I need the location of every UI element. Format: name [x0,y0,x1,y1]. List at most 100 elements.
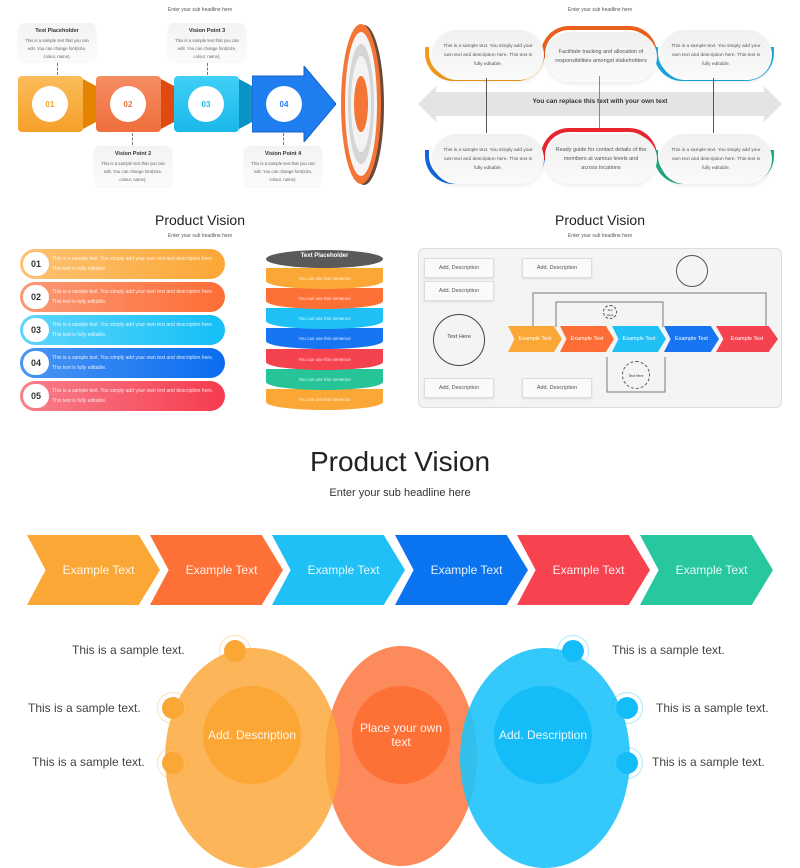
desc-box-4: Add. Description [424,378,494,398]
callout-body: This is a sample text that you can edit.… [251,161,315,182]
cycle-small-top: Text Here [603,305,617,319]
loop-box-top-3: This is a sample text. You simply add yo… [660,30,772,80]
connector-line [713,78,714,133]
cylinder-layer-2: You can use this sentence [266,288,383,309]
step-number: 03 [188,86,224,122]
bullet-right-3 [611,747,643,779]
flow-chevron-5: Example Text [716,326,778,352]
connector-line [132,133,133,145]
callout-vision-point-3: Vision Point 3 This is a sample text tha… [168,23,246,61]
cycle-large-text: Text Here [447,334,471,340]
connector-line [599,76,600,131]
cylinder-layer-4: You can use this sentence [266,328,383,349]
right-point-1: This is a sample text. [612,643,725,657]
cylinder-title: Text Placeholder [300,253,349,259]
list-item-03: 03 This is a sample text. You simply add… [20,315,225,345]
chevron-6: Example Text [640,535,773,605]
item-text: This is a sample text. You simply add yo… [52,322,214,338]
chevron-5: Example Text [517,535,650,605]
cylinder-layer-5: You can use this sentence [266,349,383,370]
item-number: 01 [23,252,49,276]
chevron-1: Example Text [27,535,160,605]
target-icon [338,22,386,187]
loop-box-bottom-3: This is a sample text. You simply add yo… [660,134,772,184]
callout-heading: Vision Point 4 [264,151,302,157]
step-side [83,79,97,129]
step-arrow-04: 04 [251,64,337,144]
slide5-subtitle: Enter your sub headline here [329,487,471,499]
feedback-loop-lines [532,292,767,327]
left-point-1: This is a sample text. [72,643,185,657]
list-item-02: 02 This is a sample text. You simply add… [20,282,225,312]
right-point-3: This is a sample text. [652,755,765,769]
connector-line [486,78,487,133]
callout-body: This is a sample text that you can edit.… [25,38,89,59]
bullet-left-2 [157,692,189,724]
step-side [161,79,175,129]
circle-center-inner: Place your own text [352,686,450,784]
cylinder-top [266,250,383,268]
slide1-subtitle: Enter your sub headline here [167,7,233,13]
desc-box-2: Add. Description [424,281,494,301]
cylinder-layer-7: You can use this sentence [266,389,383,410]
bottom-loop-lines [606,357,666,393]
bullet-left-3 [157,747,189,779]
item-text: This is a sample text. You simply add yo… [52,388,214,404]
slide4-subtitle: Enter your sub headline here [567,233,633,239]
desc-box-5: Add. Description [522,378,592,398]
chevron-2: Example Text [150,535,283,605]
item-number: 02 [23,285,49,309]
cylinder-layer-3: You can use this sentence [266,308,383,329]
step-number: 01 [32,86,68,122]
desc-box-3: Add. Description [522,258,592,278]
slide5-title: Product Vision [309,446,491,477]
slide2-subtitle: Enter your sub headline here [567,7,633,13]
flow-chevron-4: Example Text [664,326,719,352]
item-text: This is a sample text. You simply add yo… [52,289,214,305]
right-point-2: This is a sample text. [656,701,769,715]
cycle-icon-large [433,314,485,366]
item-number: 04 [23,351,49,375]
bullet-right-2 [611,692,643,724]
slide3-title: Product Vision [154,212,245,228]
connector-line [207,63,208,75]
banner-text: You can replace this text with your own … [532,98,668,105]
step-number: 04 [266,86,302,122]
cylinder-layer-6: You can use this sentence [266,369,383,390]
chevron-3: Example Text [272,535,405,605]
list-item-04: 04 This is a sample text. You simply add… [20,348,225,378]
slide3-subtitle: Enter your sub headline here [167,233,233,239]
cycle-small-bottom: Text Here [622,361,650,389]
loop-box-top-2: Facilitate tracking and allocation of re… [545,32,657,82]
loop-box-bottom-2: Ready guide for contact details of the m… [545,134,657,184]
step-number: 02 [110,86,146,122]
flow-chevron-1: Example Text [508,326,562,352]
callout-vision-point-2: Vision Point 2 This is a sample text tha… [94,146,172,186]
slide4-title: Product Vision [554,212,645,228]
desc-box-1: Add. Description [424,258,494,278]
loop-box-bottom-1: This is a sample text. You simply add yo… [432,134,544,184]
item-text: This is a sample text. You simply add yo… [52,256,214,272]
callout-text-placeholder: Text Placeholder This is a sample text t… [18,23,96,61]
circle-left-inner: Add. Description [203,686,301,784]
bullet-right-1 [557,635,589,667]
callout-heading: Vision Point 3 [188,28,226,34]
callout-body: This is a sample text that you can edit.… [101,161,165,182]
callout-vision-point-4: Vision Point 4 This is a sample text tha… [244,146,322,186]
chevron-4: Example Text [395,535,528,605]
callout-heading: Text Placeholder [35,28,79,34]
double-arrow-banner: You can replace this text with your own … [418,86,782,122]
left-point-2: This is a sample text. [28,701,141,715]
connector-line [283,133,284,145]
item-number: 05 [23,384,49,408]
item-number: 03 [23,318,49,342]
step-side [239,79,253,129]
list-item-01: 01 This is a sample text. You simply add… [20,249,225,279]
callout-body: This is a sample text that you can edit.… [175,38,239,59]
loop-box-top-1: This is a sample text. You simply add yo… [432,30,544,80]
cycle-icon-top-right [676,255,708,287]
flow-chevron-2: Example Text [560,326,614,352]
item-text: This is a sample text. You simply add yo… [52,355,214,371]
flow-chevron-3: Example Text [612,326,666,352]
bullet-left-1 [219,635,251,667]
